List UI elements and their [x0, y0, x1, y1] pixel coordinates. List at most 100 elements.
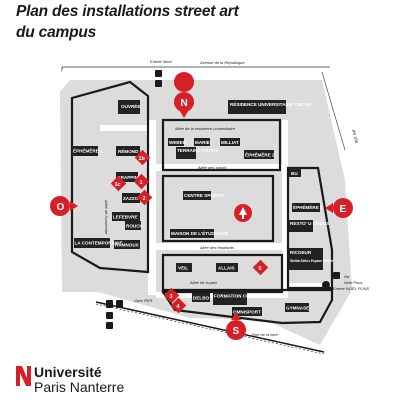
marker-1c-label: 1c — [115, 182, 121, 188]
train-icon — [106, 300, 113, 308]
label-weber: WEBER — [169, 140, 187, 145]
building-remond — [116, 146, 140, 156]
label-marie: MARIE — [195, 140, 210, 145]
rer-line1: Nd — [344, 274, 350, 279]
bus-icon — [155, 70, 162, 77]
pin-n[interactable]: N — [174, 71, 195, 118]
pin-e-label: E — [340, 204, 347, 215]
label-ouvree: OUVRÉE — [121, 102, 140, 109]
label-grappin: GRAPPIN — [117, 175, 139, 180]
logo-line1: Université — [34, 364, 102, 380]
label-ramnoux: RAMNOUX — [115, 243, 140, 248]
building-ephemere3 — [292, 203, 320, 212]
pin-e[interactable]: E — [325, 198, 353, 218]
metro-icon — [155, 80, 162, 87]
building-centre-sportif — [183, 191, 211, 200]
label-lefebvre: LEFEBVRE — [113, 215, 138, 220]
building-grappin — [116, 172, 138, 182]
marker-1b-label: 1b — [139, 156, 146, 162]
bus-icon-south2 — [106, 312, 113, 319]
label-bu: BU — [291, 171, 298, 176]
building-contemporaine — [74, 238, 110, 248]
logo-line2: Paris Nanterre — [34, 379, 125, 395]
map-title-line1: Plan des installations street art — [16, 3, 239, 20]
university-logo-icon — [16, 366, 31, 386]
label-zazzo: ZAZZO — [123, 196, 139, 201]
gare-label: Gare RER — [134, 298, 153, 303]
label-residence: RÉSIDENCE UNIVERSITAIRE CROUS — [230, 100, 311, 107]
street-allee-ouest: Allée de l'université — [104, 199, 109, 235]
street-rue-sens: Rue de la face — [252, 332, 279, 337]
marker-3-label: 3 — [170, 294, 173, 300]
label-gymnase: GYMNASE — [286, 306, 309, 311]
entrance-north: Entrée Nord — [150, 59, 172, 64]
label-omnisport: OMNISPORT — [233, 310, 261, 315]
building-omnisport — [232, 307, 262, 316]
label-terrains: TERRAINS CROUS — [177, 148, 218, 153]
marker-2[interactable]: 2 — [136, 189, 153, 206]
building-formation-continue — [213, 292, 247, 305]
marker-5-label: 5 — [259, 266, 262, 272]
label-ephemere1: ÉPHÉMÈRE 1 — [73, 147, 103, 154]
street-allee-etudiants: Allée des étudiants — [199, 245, 234, 250]
north-block — [161, 118, 282, 172]
label-centre-sportif: CENTRE SPORTIF — [184, 193, 224, 198]
east-block — [286, 166, 334, 290]
street-avenue: Avenue de la République — [199, 60, 245, 65]
building-ricoeur — [289, 248, 323, 270]
building-ouvree — [118, 100, 140, 114]
bus-icon-east — [333, 272, 340, 279]
rer-line2: Noël Pons — [344, 280, 362, 285]
metro-icon-south — [106, 322, 113, 329]
building-bu — [289, 168, 301, 177]
label-ephemere2: ÉPHÉMÈRE 2 — [245, 151, 275, 158]
building-ephemere1 — [72, 146, 98, 156]
sports-block — [161, 174, 275, 243]
marker-1b[interactable]: 1b — [134, 149, 151, 166]
street-rn: RN 186 — [351, 129, 360, 144]
building-weber — [168, 138, 184, 146]
building-terrains — [176, 147, 196, 159]
pin-s[interactable]: S — [226, 312, 246, 340]
pin-n-label: N — [181, 98, 188, 109]
south-block — [161, 253, 284, 294]
west-block — [70, 80, 150, 274]
entrance-icon — [322, 281, 330, 289]
building-delbo — [192, 293, 210, 302]
south-block-lower — [161, 288, 334, 325]
building-veil — [176, 263, 192, 272]
label-ricoeur-sub: Stellat-Sélins Espace Renoir — [290, 259, 334, 263]
label-maison-etudiants: MAISON DE L'ÉTUDIANTE — [171, 229, 229, 236]
marker-1c[interactable]: 1c — [110, 175, 127, 192]
label-contemporaine: LA CONTEMPORAINE — [75, 241, 123, 246]
building-gymnase — [285, 303, 309, 312]
marker-1[interactable]: 1 — [133, 173, 150, 190]
building-milliat — [220, 138, 240, 146]
pin-o[interactable]: O — [50, 196, 78, 216]
building-ephemere2 — [244, 150, 274, 159]
bus-icon-south — [116, 300, 123, 308]
building-zazzo — [122, 193, 140, 203]
label-milliat: MILLIAT — [221, 140, 239, 145]
marker-4-label: 4 — [177, 304, 181, 310]
street-allee-residence: Allée de la résidence universitaire — [174, 126, 236, 131]
label-veil: VEIL — [178, 266, 188, 271]
label-ricoeur: RICOEUR — [290, 250, 312, 255]
building-lefebvre — [112, 212, 140, 221]
label-resto: RESTO' U CROUS — [290, 221, 329, 226]
label-allais: ALLAIS — [218, 266, 235, 271]
building-ramnoux — [114, 240, 140, 249]
pin-o-label: O — [57, 202, 65, 213]
pin-s-label: S — [233, 326, 240, 337]
map-title-line2: du campus — [16, 24, 97, 41]
building-allais — [216, 263, 238, 272]
building-residence — [228, 100, 286, 114]
marker-1-label: 1 — [140, 180, 143, 186]
entrance-noel-pons: Entrée NOËL PONS — [333, 286, 369, 291]
marker-4[interactable]: 4 — [170, 297, 187, 314]
marker-2-label: 2 — [143, 196, 146, 202]
marker-3[interactable]: 3 — [163, 287, 180, 304]
label-formation-continue: FORMATION CONTINUE — [214, 294, 267, 299]
